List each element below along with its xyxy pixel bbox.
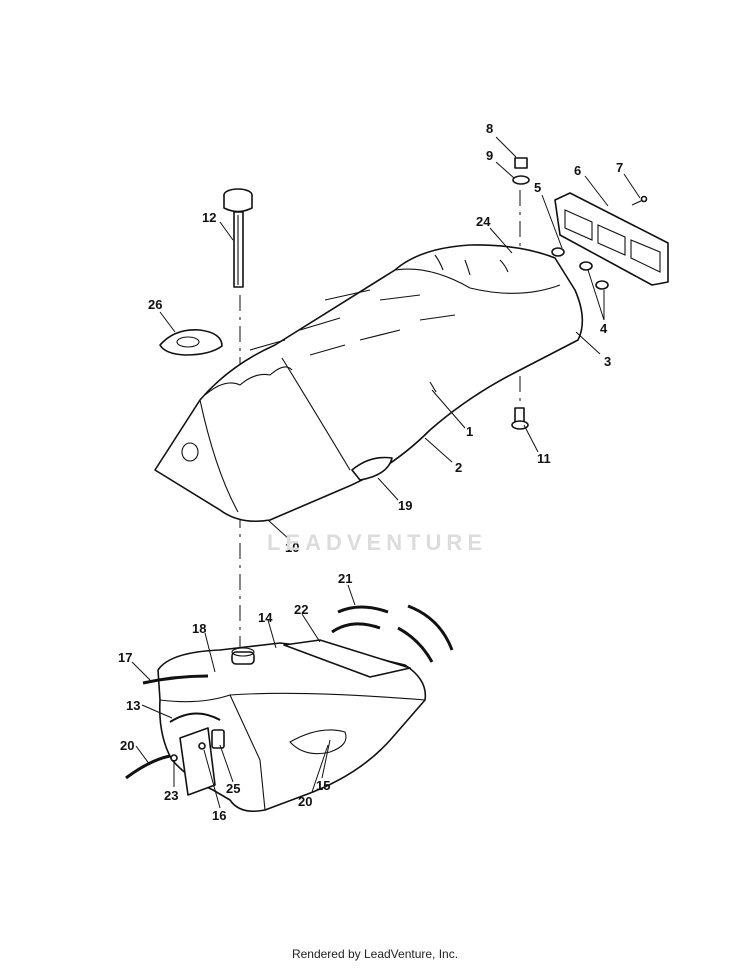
callout-4: 4	[600, 321, 608, 336]
callout-7: 7	[616, 160, 623, 175]
callout-21: 21	[338, 571, 352, 586]
callout-1: 1	[466, 424, 473, 439]
hood-cover[interactable]	[154, 244, 584, 523]
callout-16: 16	[212, 808, 226, 823]
callout-18: 18	[192, 621, 206, 636]
callout-8: 8	[486, 121, 493, 136]
callout-12: 12	[202, 210, 216, 225]
callout-11: 11	[537, 451, 551, 466]
callout-19: 19	[398, 498, 412, 513]
callout-25: 25	[226, 781, 240, 796]
bulb-1[interactable]	[551, 247, 565, 257]
callout-6: 6	[574, 163, 581, 178]
grille-panel[interactable]	[554, 192, 669, 286]
gasket-ring[interactable]	[159, 328, 223, 356]
screw[interactable]	[631, 195, 648, 206]
access-panel[interactable]	[283, 639, 411, 678]
leader-lines	[131, 136, 641, 809]
callout-5: 5	[534, 180, 541, 195]
callout-24: 24	[476, 214, 491, 229]
callout-3: 3	[604, 354, 611, 369]
footer-credit: Rendered by LeadVenture, Inc.	[291, 947, 459, 961]
filler-cap-gauge[interactable]	[223, 188, 253, 288]
callout-17: 17	[118, 650, 132, 665]
washer[interactable]	[512, 175, 530, 185]
callout-23: 23	[164, 788, 178, 803]
callout-10: 10	[285, 540, 299, 555]
bulb-3[interactable]	[595, 280, 609, 290]
callout-9: 9	[486, 148, 493, 163]
callout-20-right: 20	[298, 794, 312, 809]
hood-latch-pin[interactable]	[429, 381, 437, 393]
callout-22: 22	[294, 602, 308, 617]
leadventure-watermark: LEADVENTURE	[266, 530, 487, 555]
fuel-tank[interactable]	[157, 642, 427, 813]
lower-bracket[interactable]	[351, 456, 393, 481]
bulb-2[interactable]	[579, 261, 593, 271]
callout-26: 26	[148, 297, 162, 312]
callout-14: 14	[258, 610, 273, 625]
sending-unit[interactable]	[170, 727, 225, 796]
callout-15: 15	[316, 778, 330, 793]
bolt[interactable]	[511, 407, 529, 430]
callout-20-left: 20	[120, 738, 134, 753]
callout-13: 13	[126, 698, 140, 713]
nut[interactable]	[514, 157, 528, 169]
hose-clips[interactable]	[125, 604, 454, 780]
callout-2: 2	[455, 460, 462, 475]
